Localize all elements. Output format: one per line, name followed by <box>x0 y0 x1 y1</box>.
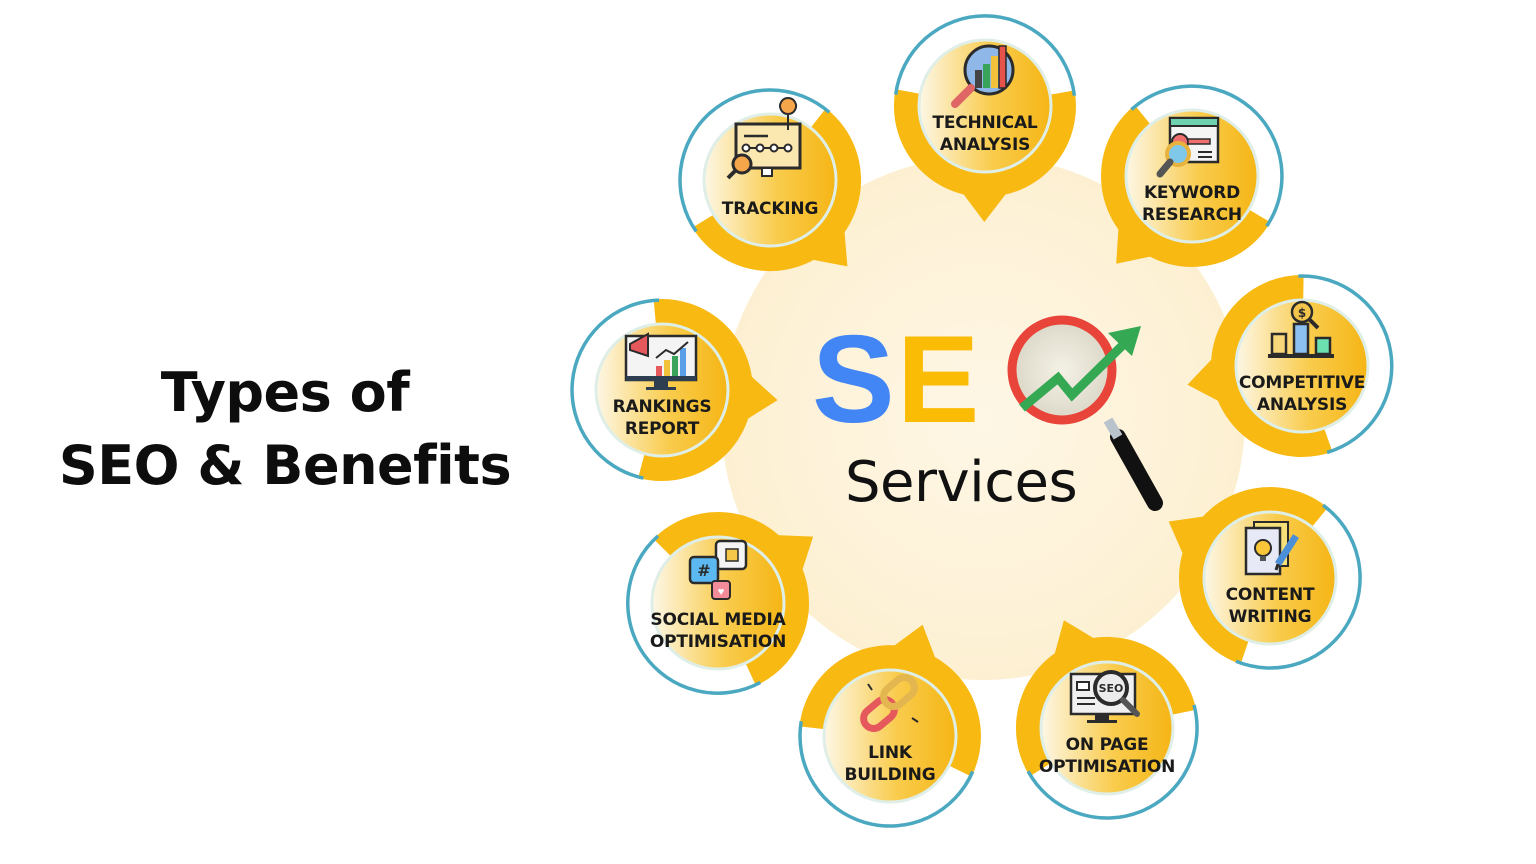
label-line-1: KEYWORD <box>1143 183 1241 203</box>
pointer-arrow <box>1168 513 1223 571</box>
pointer-arrow <box>794 212 848 267</box>
label-line-2: OPTIMISATION <box>1038 757 1176 777</box>
seo-monitor-magnifier-icon: SEO <box>1069 670 1140 723</box>
label-line-2: WRITING <box>1228 607 1312 627</box>
svg-text:♥: ♥ <box>718 586 725 598</box>
badge-inner-circle <box>650 535 786 671</box>
label-line-2: ANALYSIS <box>939 135 1031 155</box>
service-badge-technical-analysis <box>893 14 1077 222</box>
service-label-tracking: TRACKING <box>685 198 855 220</box>
svg-text:#: # <box>697 561 710 580</box>
label-line-1: COMPETITIVE <box>1238 373 1366 393</box>
teal-arc <box>570 298 660 480</box>
pointer-arrow <box>1049 620 1111 673</box>
service-badge-tracking <box>678 88 862 272</box>
service-badge-link-building <box>798 624 981 828</box>
megaphone-monitor-chart-icon <box>624 332 698 390</box>
service-badge-content-writing <box>1168 487 1362 670</box>
label-line-1: CONTENT <box>1225 585 1315 605</box>
label-line-1: ON PAGE <box>1065 735 1149 755</box>
teal-arc <box>626 534 762 695</box>
teal-arc <box>1235 503 1362 670</box>
badge-inner-circle <box>1202 510 1338 646</box>
seo-wordmark: SE <box>812 318 981 442</box>
label-line-1: TECHNICAL <box>932 113 1038 133</box>
pointer-arrow <box>759 534 814 588</box>
pointer-arrow <box>1116 210 1169 264</box>
badge-inner-circle <box>1124 108 1260 244</box>
teal-arc <box>1026 704 1199 820</box>
service-badge-on-page-optimisation: SEO <box>1015 620 1199 820</box>
svg-text:SEO: SEO <box>1099 682 1124 695</box>
teal-arc <box>893 14 1077 96</box>
seo-letter-e: E <box>896 311 982 449</box>
badge-inner-circle <box>1234 298 1370 434</box>
service-badge-social-media-optimisation: # ♥ <box>626 512 814 695</box>
document-lightbulb-pencil-icon <box>1244 521 1299 576</box>
service-badge-competitive-analysis: $ <box>1187 274 1394 457</box>
label-line-2: RESEARCH <box>1142 205 1242 225</box>
seo-letter-s: S <box>812 311 897 449</box>
label-line-2: BUILDING <box>844 765 936 785</box>
svg-text:$: $ <box>1298 306 1306 320</box>
key-magnifier-browser-icon <box>1156 116 1220 178</box>
magnifier-bar-chart-icon <box>951 44 1015 108</box>
badge-inner-circle <box>917 38 1053 174</box>
teal-arc <box>1298 274 1394 455</box>
social-bubbles-icon: # ♥ <box>688 539 748 600</box>
tracking-monitor-pin-icon <box>726 97 802 180</box>
title-line-2: SEO & Benefits <box>58 434 512 497</box>
teal-arc <box>1130 84 1284 228</box>
teal-arc <box>798 721 975 828</box>
label-line-1: RANKINGS <box>612 397 712 417</box>
badge-inner-circle <box>822 668 958 804</box>
pointer-arrow <box>1187 345 1236 410</box>
label-line-1: SOCIAL MEDIA <box>650 610 786 630</box>
label-line-2: ANALYSIS <box>1256 395 1348 415</box>
label-line-2: OPTIMISATION <box>649 632 787 652</box>
magnifier-o-icon <box>1007 315 1163 511</box>
service-badge-keyword-research <box>1101 84 1284 267</box>
service-badge-rankings-report <box>570 298 778 481</box>
label-line-2: REPORT <box>624 419 700 439</box>
title-line-1: Types of <box>160 361 410 424</box>
services-subtitle: Services <box>845 450 1078 515</box>
pointer-arrow <box>879 624 942 675</box>
page-title: Types of SEO & Benefits <box>40 358 530 504</box>
pointer-arrow <box>731 363 778 429</box>
pointer-arrow <box>951 178 1018 222</box>
label-line-1: TRACKING <box>721 199 819 219</box>
chain-link-icon <box>860 674 919 732</box>
dollar-bar-chart-icon: $ <box>1268 300 1334 358</box>
center-disc <box>721 156 1245 680</box>
teal-arc <box>678 88 831 233</box>
label-line-1: LINK <box>868 743 912 763</box>
